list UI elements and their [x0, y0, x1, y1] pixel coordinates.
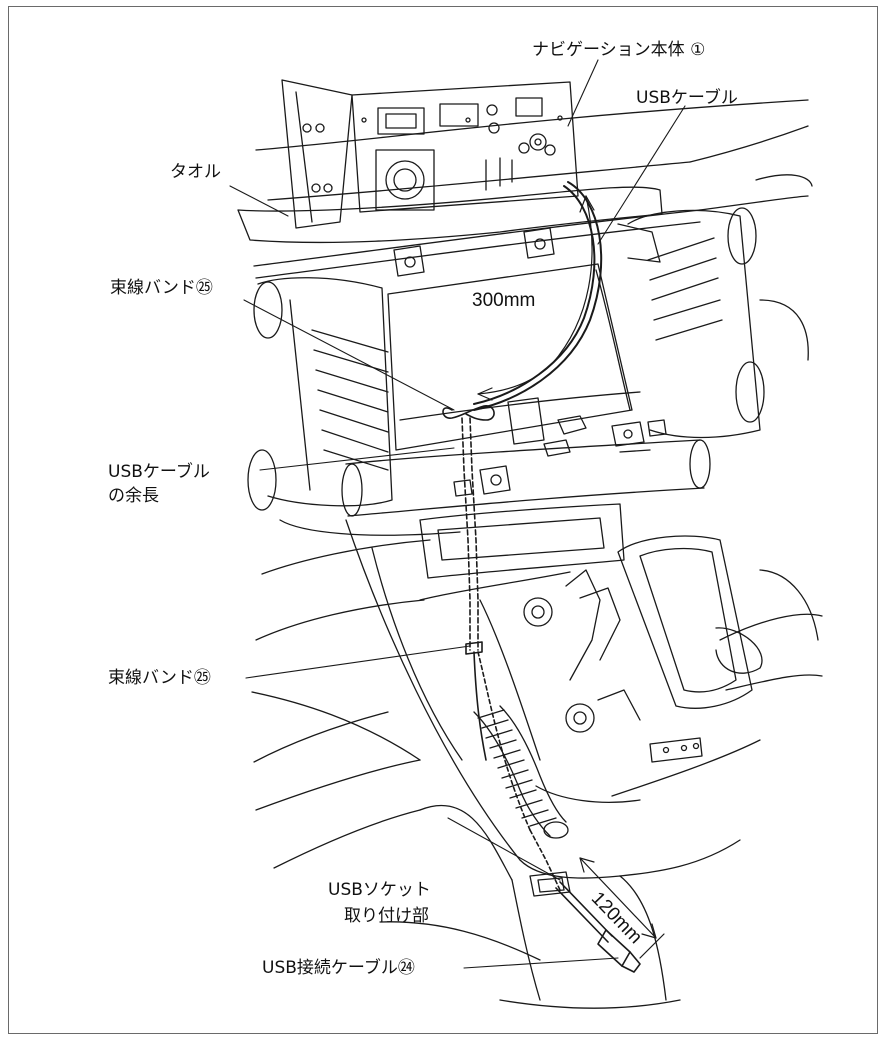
corrugated-tube-drawing [473, 705, 569, 839]
center-cavity-drawing [387, 223, 667, 457]
usb-cable-excess-label-line2: の余長 [108, 486, 159, 506]
lower-console-body-drawing [251, 519, 741, 1009]
middle-panel-drawing [341, 439, 711, 517]
dimension-300mm: 300mm [472, 290, 536, 311]
tie-band-upper-drawing [442, 405, 495, 421]
lower-console-drawing [255, 503, 823, 803]
diagram-frame [8, 6, 878, 1034]
navigation-unit-label: ナビゲーション本体 ① [532, 40, 706, 60]
usb-connection-cable-drawing [555, 881, 641, 973]
usb-socket-label-line2: 取り付け部 [344, 906, 429, 926]
dimension-arrow-300mm [477, 195, 595, 401]
usb-cable-excess-label-line1: USBケーブル [108, 462, 210, 482]
tie-band-upper-label: 束線バンド㉕ [110, 278, 213, 298]
dashboard-trim-drawing [253, 99, 809, 279]
left-air-vent-drawing [247, 277, 461, 536]
usb-cable-excess-drawing [461, 417, 561, 891]
tie-band-lower-drawing [465, 641, 483, 655]
right-air-vent-drawing [627, 174, 813, 439]
usb-connection-cable-label: USB接続ケーブル㉔ [262, 958, 415, 978]
usb-socket-label-line1: USBソケット [328, 880, 431, 900]
dimension-arrow-120mm [579, 857, 665, 959]
tie-band-lower-label: 束線バンド㉕ [108, 668, 211, 688]
usb-cable-drawing [473, 181, 603, 411]
navigation-unit-drawing [281, 79, 579, 229]
usb-cable-label: USBケーブル [636, 88, 738, 108]
leader-lines [229, 59, 686, 969]
towel-label: タオル [170, 162, 221, 182]
